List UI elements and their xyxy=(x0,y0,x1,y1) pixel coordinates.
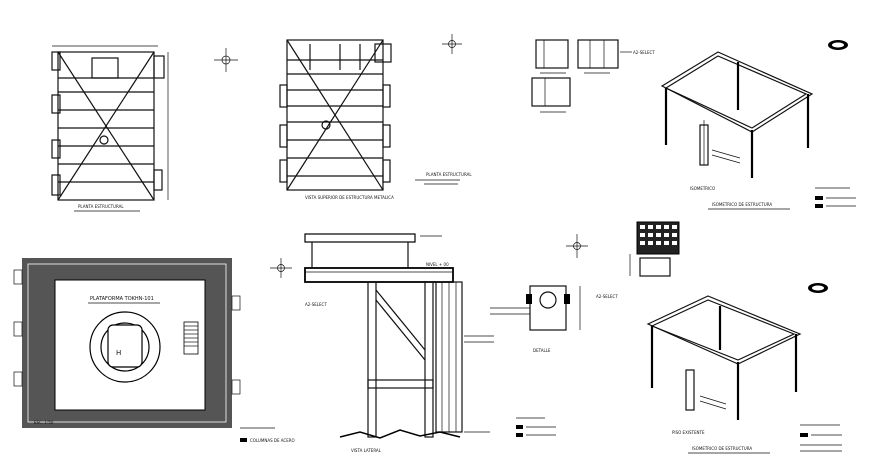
north-logo-1 xyxy=(828,40,848,50)
crosshair-symbol-4 xyxy=(566,234,588,258)
bottom-left-note: COLUMNAS DE ACERO xyxy=(240,427,295,443)
ref-label-3: A2-SELECT xyxy=(596,294,618,299)
detail-caption: DETALLE xyxy=(533,348,551,353)
plan-2-title-block: PLANTA ESTRUCTURAL xyxy=(415,172,472,185)
helipad-platform-title: PLATAFORMA TOKHN-101 xyxy=(90,296,154,302)
plan-2-caption: PLANTA ESTRUCTURAL xyxy=(426,172,472,177)
elev-level-mark: NIVEL + 00 xyxy=(426,262,449,267)
roof-plan-2: VISTA SUPERIOR DE ESTRUCTURA METALICA xyxy=(279,39,394,200)
column-section-detail: DETALLE xyxy=(490,285,581,353)
elevation-view: A2-SELECT NIVEL + 00 VISTA LATERAL xyxy=(304,233,494,453)
crosshair-symbol-2 xyxy=(442,34,462,54)
isometric-frame-2: PISO EXISTENTE ISOMETRICO DE ESTRUCTURA xyxy=(646,295,802,454)
bottom-left-note-text: COLUMNAS DE ACERO xyxy=(250,438,295,443)
iso-2-caption: ISOMETRICO DE ESTRUCTURA xyxy=(692,446,752,451)
iso-1-caption: ISOMETRICO DE ESTRUCTURA xyxy=(712,202,772,207)
title-block-3 xyxy=(800,424,842,452)
iso-2-sub: PISO EXISTENTE xyxy=(672,430,705,435)
elev-ref-label: A2-SELECT xyxy=(305,302,327,307)
north-logo-2 xyxy=(808,283,828,293)
title-block-2: A2-SELECT xyxy=(516,294,618,437)
iso-1-sub: ISOMETRICO xyxy=(690,186,715,191)
roof-plan-1: PLANTA ESTRUCTURAL xyxy=(51,45,169,212)
crosshair-symbol-3 xyxy=(270,258,292,278)
helipad-letter: H xyxy=(116,349,121,357)
plan-1-caption: PLANTA ESTRUCTURAL xyxy=(78,204,124,209)
anchor-plate-detail xyxy=(629,221,680,277)
crosshair-symbol-1 xyxy=(214,48,238,72)
isometric-frame-1: ISOMETRICO ISOMETRICO DE ESTRUCTURA xyxy=(660,51,814,210)
helipad-scale: ESC. 1:50 xyxy=(34,420,54,425)
title-block-1 xyxy=(815,187,856,208)
elevation-caption: VISTA LATERAL xyxy=(351,448,382,453)
ref-label-1: A2-SELECT xyxy=(633,50,655,55)
plan-2-caption-sub: VISTA SUPERIOR DE ESTRUCTURA METALICA xyxy=(305,195,394,200)
small-section-details: A2-SELECT xyxy=(531,39,655,113)
helipad-plan: H PLATAFORMA TOKHN-101 ESC. 1:50 xyxy=(13,258,241,428)
